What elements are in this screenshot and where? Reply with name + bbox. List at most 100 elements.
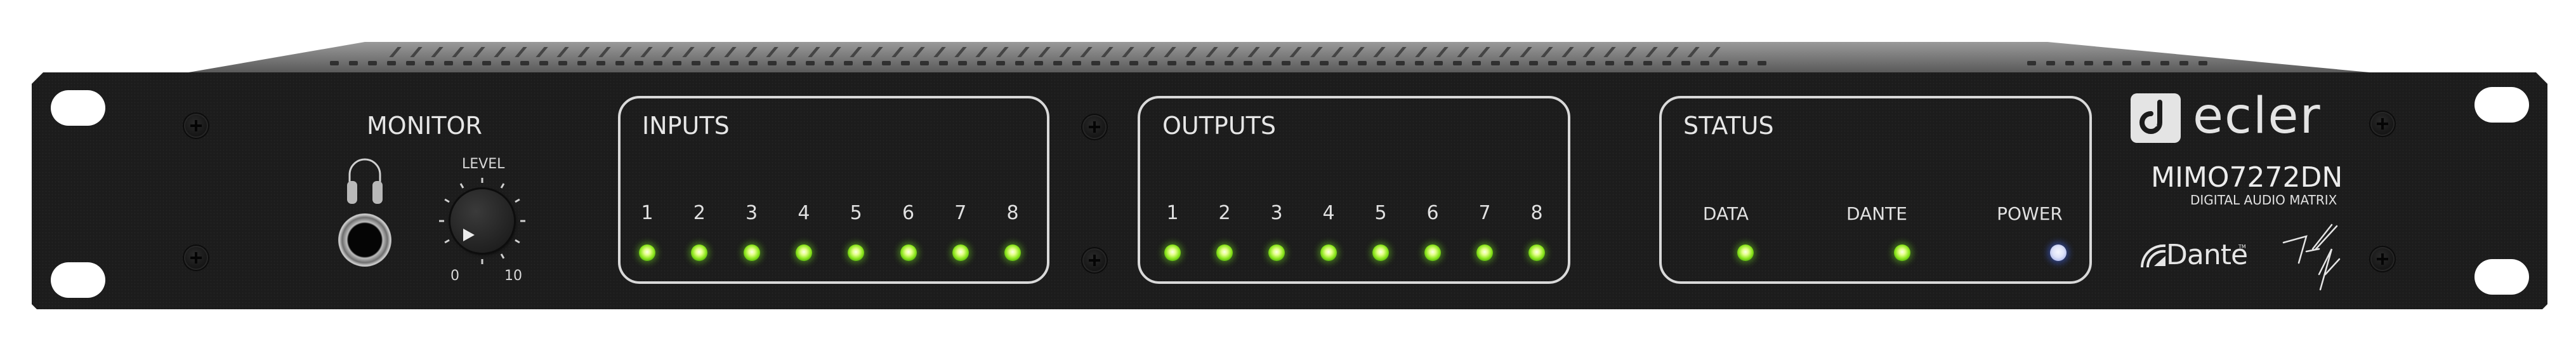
vent-slot — [2141, 61, 2150, 65]
vent-slot — [730, 61, 739, 65]
output-led — [1424, 244, 1441, 261]
level-tick — [515, 198, 520, 203]
vent-slot — [703, 47, 716, 57]
level-knob[interactable] — [450, 189, 514, 253]
input-led — [691, 244, 708, 261]
signature-icon — [2282, 224, 2341, 291]
screw-icon — [184, 114, 208, 138]
vent-slot — [1331, 47, 1344, 57]
level-scale-max: 10 — [504, 268, 522, 284]
vent-slot — [349, 61, 358, 65]
status-power-led — [2050, 244, 2067, 261]
vent-slot — [745, 47, 758, 57]
rack-mount-hole — [51, 262, 105, 298]
inputs-panel — [618, 96, 1049, 284]
vent-slot — [1719, 61, 1728, 65]
rack-mount-hole — [51, 90, 105, 126]
vent-slot — [452, 47, 464, 57]
vent-slot — [1624, 47, 1637, 57]
vent-slot — [1225, 61, 1233, 65]
vent-slot — [368, 61, 377, 65]
model-name: MIMO7272DN — [2151, 161, 2343, 194]
status-dante-label: DANTE — [1846, 203, 1907, 224]
vent-slot — [768, 61, 777, 65]
screw-icon — [2370, 112, 2395, 136]
vent-slot — [912, 47, 925, 57]
vent-slot — [410, 47, 423, 57]
vent-slot — [996, 47, 1009, 57]
status-panel — [1659, 96, 2092, 284]
vent-slot — [1681, 61, 1690, 65]
vent-slot — [1394, 47, 1407, 57]
vent-slot — [1499, 47, 1511, 57]
vent-slot — [1167, 61, 1176, 65]
input-channel-label: 4 — [798, 202, 810, 224]
vent-slot — [1129, 61, 1138, 65]
input-led — [795, 244, 812, 261]
vent-slot — [2046, 61, 2055, 65]
vent-slot — [1059, 47, 1072, 57]
headphones-icon — [347, 158, 383, 204]
model-subtitle: DIGITAL AUDIO MATRIX — [2190, 192, 2337, 208]
vent-slot — [1396, 61, 1405, 65]
vent-slot — [806, 61, 815, 65]
vent-slot — [1582, 47, 1595, 57]
vent-slot — [1603, 47, 1616, 57]
vent-slot — [1491, 61, 1500, 65]
vent-slot — [1053, 61, 1062, 65]
output-channel-label: 8 — [1530, 202, 1543, 224]
vent-slot — [473, 47, 485, 57]
level-scale-min: 0 — [450, 268, 459, 284]
vent-slot — [1700, 61, 1709, 65]
vent-slot — [2027, 61, 2036, 65]
vent-slot — [330, 61, 339, 65]
level-tick — [515, 239, 520, 244]
vent-slot — [539, 61, 548, 65]
vent-slot — [1510, 61, 1519, 65]
output-led — [1216, 244, 1233, 261]
input-channel-label: 1 — [641, 202, 654, 224]
vent-slot — [891, 47, 904, 57]
output-channel-label: 4 — [1322, 202, 1335, 224]
input-channel-label: 2 — [693, 202, 706, 224]
headphone-jack[interactable] — [338, 213, 391, 267]
outputs-title: OUTPUTS — [1162, 112, 1276, 140]
vent-slot — [1436, 47, 1449, 57]
level-tick — [444, 198, 450, 203]
vent-slot — [920, 61, 929, 65]
vent-slot — [619, 47, 632, 57]
inputs-title: INPUTS — [642, 112, 730, 140]
input-led — [743, 244, 760, 261]
ecler-logo-icon — [2131, 93, 2181, 143]
vent-slot — [1758, 61, 1766, 65]
vent-slot — [1038, 47, 1051, 57]
vent-slot — [1478, 47, 1490, 57]
vent-slot — [520, 61, 529, 65]
output-channel-label: 2 — [1218, 202, 1231, 224]
input-channel-label: 5 — [850, 202, 862, 224]
vent-slot — [1662, 61, 1671, 65]
vent-slot — [501, 61, 510, 65]
level-tick — [500, 253, 505, 259]
vent-slot — [829, 47, 841, 57]
status-title: STATUS — [1683, 112, 1774, 140]
vent-slot — [850, 47, 862, 57]
vent-slot — [1457, 47, 1469, 57]
vent-slot — [1738, 61, 1747, 65]
vent-slot — [724, 47, 737, 57]
vent-slot — [558, 61, 567, 65]
vent-slot — [1624, 61, 1633, 65]
screw-icon — [2370, 247, 2395, 271]
vent-slot — [1226, 47, 1239, 57]
output-channel-label: 3 — [1270, 202, 1283, 224]
vent-slot — [1472, 61, 1481, 65]
status-power-label: POWER — [1997, 203, 2063, 224]
vent-slot — [787, 61, 796, 65]
dante-trademark: TM — [2238, 244, 2246, 250]
vent-slot — [596, 61, 605, 65]
knob-pointer-icon — [463, 229, 475, 241]
vent-slot — [1282, 61, 1291, 65]
vent-slot — [901, 61, 910, 65]
vent-slot — [1164, 47, 1176, 57]
